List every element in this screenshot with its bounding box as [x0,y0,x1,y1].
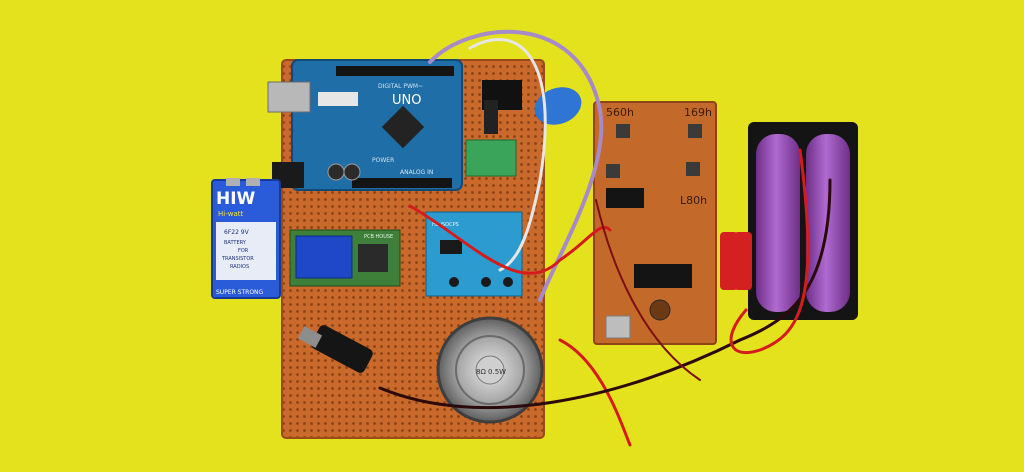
label-560h: 560h [606,106,634,119]
pushbutton-3 [606,164,620,178]
inductor-coil [649,299,671,321]
battery-9v: HIW Hi-watt 6F22 9V BATTERY FOR TRANSIST… [211,178,281,299]
speaker-label: 8Ω 0.5W [476,368,506,376]
arduino-power-label: POWER [372,157,394,164]
rtc-label: HE JSOCPS [432,222,459,228]
pushbutton-4 [686,162,700,176]
battery-line4: RADIOS [230,264,249,270]
battery-line3: TRANSISTOR [221,256,254,262]
usb-port [267,81,311,113]
battery-line2: FOR [238,248,249,254]
arduino-uno-board: UNO DIGITAL PWM~ ANALOG IN POWER [267,59,463,191]
pushbutton-1 [616,124,630,138]
arduino-header-label: DIGITAL PWM~ [378,83,423,90]
red-connector-2 [734,232,752,290]
receiver-board: 560h 169h L80h [593,101,717,345]
battery-footer: SUPER STRONG [216,289,264,296]
cell-holder [748,122,858,320]
dc-plug [297,325,373,373]
label-169h: 169h [684,106,712,119]
rf-module [606,188,644,208]
atmega-chip [381,105,425,149]
arduino-analog-label: ANALOG IN [400,169,433,176]
battery-line1: BATTERY [224,240,247,246]
battery-brand: HIW [216,189,256,209]
amplifier-module [465,139,517,177]
red-connector-1 [720,232,738,290]
voltage-regulator [484,100,498,134]
arduino-label: UNO [392,93,421,108]
label-l80h: L80h [680,194,707,207]
lithium-cell-1 [756,134,800,312]
battery-type: 6F22 9V [224,229,250,236]
relay-label: PCB HOUSE [364,234,393,240]
speaker: 8Ω 0.5W [436,316,544,424]
digital-header [336,66,454,76]
encoder-ic [634,264,692,288]
analog-header [352,178,452,188]
relay-module: PCB HOUSE [289,229,401,287]
regulator-heatsink [605,315,631,339]
wires [378,29,832,447]
pushbutton-2 [688,124,702,138]
battery-subtitle: Hi-watt [218,210,243,218]
